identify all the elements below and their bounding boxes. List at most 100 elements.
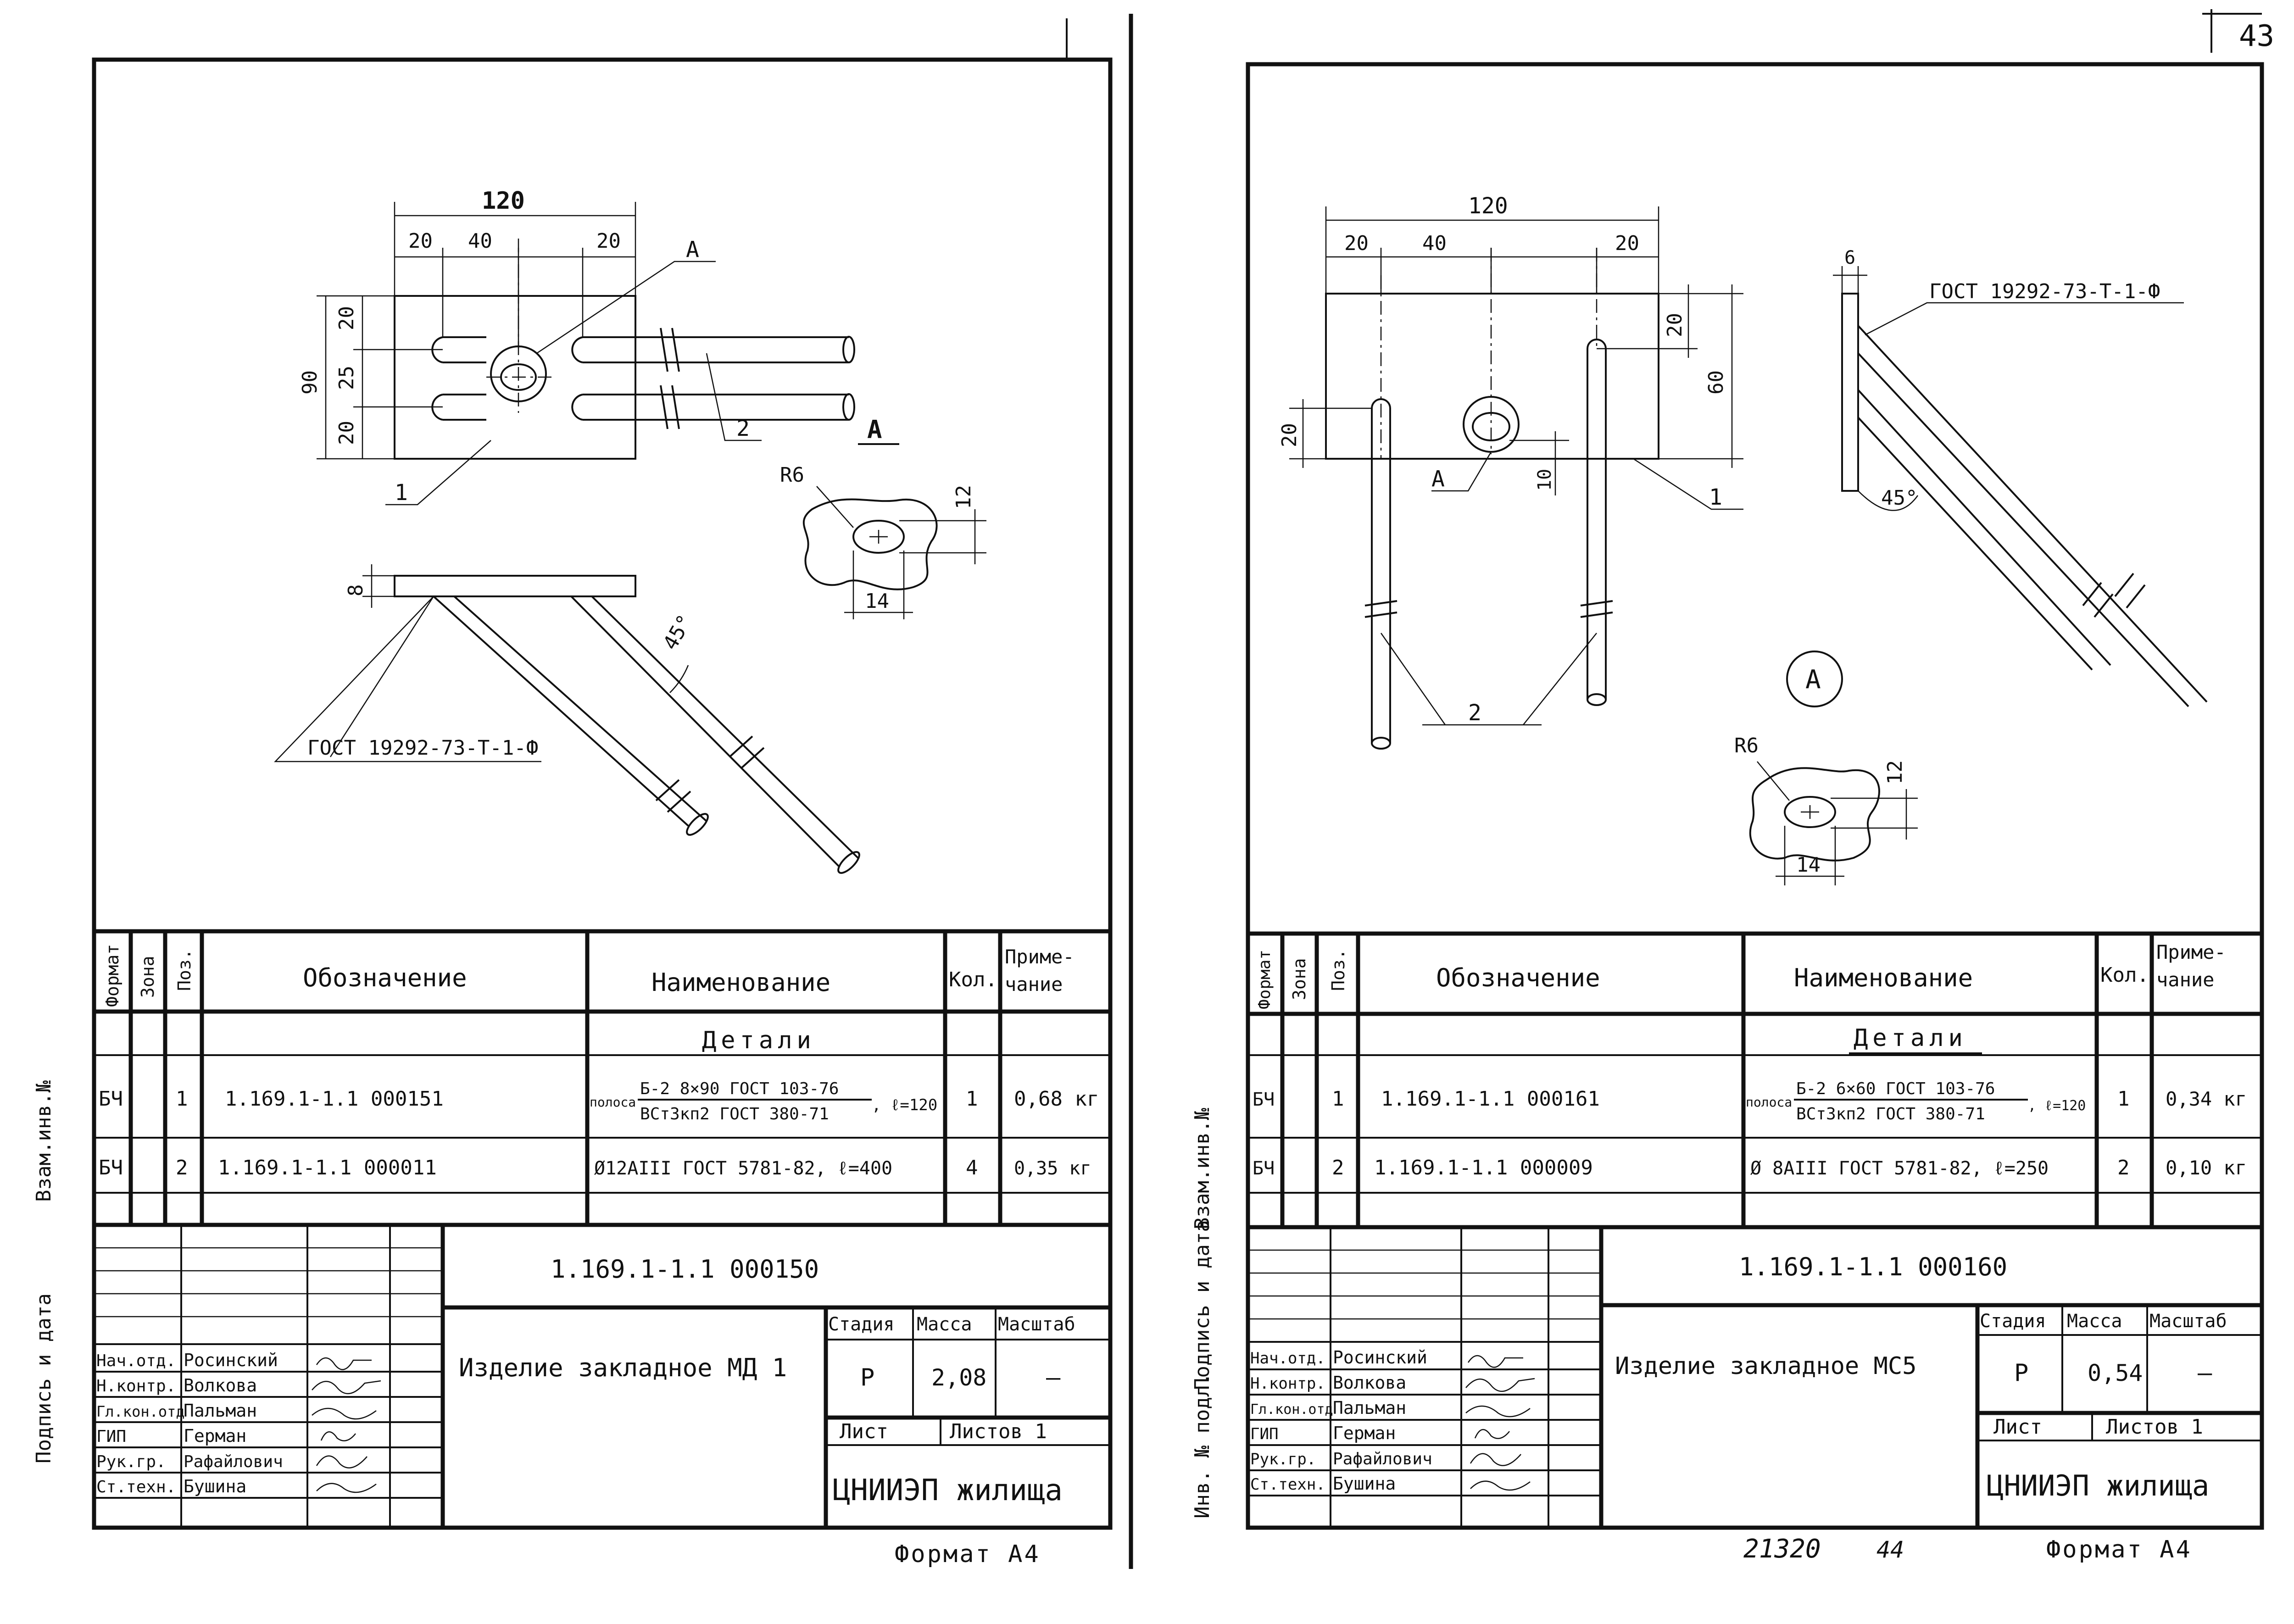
detail-h-right: 12 <box>1883 760 1907 784</box>
callout-a-left: А <box>686 237 699 262</box>
header-prim-l2-right: чание <box>2156 968 2214 991</box>
detail-radius-right: R6 <box>1734 734 1759 757</box>
row1-format-right: БЧ <box>1253 1089 1275 1110</box>
plate-top-view-left: 120 20 40 20 90 20 25 20 А 2 1 А <box>298 187 899 506</box>
org-left: ЦНИИЭП жилища <box>833 1474 1063 1507</box>
dim-top-c-right: 20 <box>1615 232 1639 255</box>
dim-top-total-right: 120 <box>1468 193 1508 219</box>
sheet-right: 120 20 40 20 60 20 20 10 А 1 2 А <box>1246 13 2264 1564</box>
role-4-right: ГИП <box>1250 1425 1278 1443</box>
dim-left-c: 20 <box>335 421 358 445</box>
name-4-left: Герман <box>184 1426 246 1446</box>
format-right: Формат А4 <box>2046 1536 2192 1563</box>
gost-weld-right: ГОСТ 19292-73-Т-1-Ф <box>1929 280 2160 303</box>
row2-format-right: БЧ <box>1253 1158 1275 1179</box>
row2-naim-left: Ø12АIII ГОСТ 5781-82, ℓ=400 <box>594 1158 892 1179</box>
row2-oboz-right: 1.169.1-1.1 000009 <box>1374 1156 1593 1179</box>
pos1-label-right: 1 <box>1709 484 1722 510</box>
footer-number: 21320 <box>1743 1534 1821 1564</box>
name-2-right: Волкова <box>1333 1373 1406 1393</box>
massa-h-left: Масса <box>917 1314 972 1335</box>
header-kol-right: Кол. <box>2100 963 2149 987</box>
role-1-left: Нач.отд. <box>96 1351 176 1370</box>
row1-naim-bot-left: ВСт3кп2 ГОСТ 380-71 <box>640 1105 829 1123</box>
org-right: ЦНИИЭП жилища <box>1987 1469 2209 1502</box>
row1-naim-prefix-left: полоса <box>590 1095 636 1110</box>
row2-naim-right: Ø 8АIII ГОСТ 5781-82, ℓ=250 <box>1750 1158 2049 1179</box>
name-3-left: Пальман <box>184 1401 257 1421</box>
listov-h-left: Листов 1 <box>950 1420 1047 1443</box>
row1-naim-suffix-right: , ℓ=120 <box>2028 1098 2086 1114</box>
name-1-left: Росинский <box>184 1350 278 1370</box>
dim-left-total: 90 <box>298 370 322 395</box>
thickness-right: 6 <box>1844 247 1855 268</box>
title-code-right: 1.169.1-1.1 000160 <box>1739 1252 2007 1281</box>
plate-side-view-left: 8 45° ГОСТ 19292-73-Т-1-Ф <box>274 564 860 874</box>
header-naim-left: Наименование <box>651 968 830 997</box>
pos2-label-left: 2 <box>736 416 750 441</box>
detail-w-left: 14 <box>865 590 889 613</box>
list-h-left: Лист <box>840 1420 888 1443</box>
row2-oboz-left: 1.169.1-1.1 000011 <box>218 1156 437 1179</box>
row1-kol-left: 1 <box>966 1087 978 1111</box>
row1-naim-bot-right: ВСт3кп2 ГОСТ 380-71 <box>1796 1105 1985 1123</box>
massa-left: 2,08 <box>931 1364 986 1391</box>
dim-left-right-sheet: 20 <box>1278 423 1301 447</box>
role-5-right: Рук.гр. <box>1250 1450 1316 1468</box>
header-format-left: Формат <box>102 944 122 1007</box>
row2-prim-left: 0,35 кг <box>1014 1158 1091 1179</box>
title-name-right: Изделие закладное МС5 <box>1615 1352 1916 1380</box>
role-6-right: Ст.техн. <box>1250 1475 1325 1494</box>
row2-kol-left: 4 <box>966 1156 978 1179</box>
plate-top-view-right: 120 20 40 20 60 20 20 10 А 1 2 А <box>1278 193 1843 750</box>
dim-top-a-right: 20 <box>1344 232 1369 255</box>
name-4-right: Герман <box>1333 1423 1396 1443</box>
stadia-h-left: Стадия <box>828 1314 895 1335</box>
detail-radius-left: R6 <box>780 463 804 487</box>
massa-right: 0,54 <box>2088 1360 2143 1386</box>
page-number: 43 <box>2239 19 2274 53</box>
title-block-right: 1.169.1-1.1 000160 Изделие закладное МС5… <box>1246 1225 2264 1530</box>
detail-a-label-right: А <box>1805 665 1821 695</box>
side-label-inv: Инв. № подл. <box>1191 1373 1214 1518</box>
detail-w-right: 14 <box>1796 853 1821 877</box>
row1-naim-prefix-right-2: полоса <box>1746 1095 1792 1110</box>
name-5-right: Рафайлович <box>1333 1450 1432 1468</box>
header-oboz-left: Обозначение <box>303 963 467 992</box>
row1-prim-right: 0,34 кг <box>2166 1088 2247 1110</box>
dim-10-right: 10 <box>1534 469 1555 491</box>
row1-poz-right: 1 <box>1332 1087 1344 1111</box>
role-5-left: Рук.гр. <box>96 1452 166 1471</box>
angle-left: 45° <box>658 611 697 654</box>
row2-kol-right: 2 <box>2117 1156 2130 1179</box>
header-naim-right: Наименование <box>1794 963 1973 992</box>
header-prim-l1-left: Приме- <box>1005 945 1075 968</box>
role-4-left: ГИП <box>96 1427 126 1446</box>
name-5-left: Рафайлович <box>184 1452 283 1471</box>
detail-h-left: 12 <box>952 485 975 509</box>
header-poz-right: Поз. <box>1328 949 1348 991</box>
header-format-right: Формат <box>1255 950 1274 1009</box>
name-2-left: Волкова <box>184 1375 257 1396</box>
row1-naim-top-right: Б-2 6×60 ГОСТ 103-76 <box>1796 1079 1995 1098</box>
row1-oboz-right: 1.169.1-1.1 000161 <box>1381 1087 1600 1111</box>
list-h-right: Лист <box>1993 1415 2042 1439</box>
stadia-left: Р <box>860 1364 874 1391</box>
pos1-label-left: 1 <box>395 480 408 506</box>
footer-sub: 44 <box>1876 1536 1904 1563</box>
side-label-podpis-2: Подпись и дата <box>1191 1220 1214 1390</box>
gost-weld-left: ГОСТ 19292-73-Т-1-Ф <box>307 736 538 760</box>
angle-right: 45° <box>1881 486 1917 510</box>
signatures-right <box>1465 1355 1535 1491</box>
spec-table-left: Формат Зона Поз. Обозначение Наименовани… <box>92 929 1113 1227</box>
row2-format-left: БЧ <box>99 1156 123 1179</box>
dim-top-b-right: 40 <box>1422 232 1447 255</box>
role-2-right: Н.контр. <box>1250 1374 1325 1393</box>
row1-naim-top-left: Б-2 8×90 ГОСТ 103-76 <box>640 1079 839 1098</box>
name-3-right: Пальман <box>1333 1398 1406 1418</box>
massa-h-right: Масса <box>2067 1311 2122 1332</box>
dim-top-a-left: 20 <box>408 229 433 253</box>
dim-right-total: 60 <box>1704 370 1728 395</box>
header-kol-left: Кол. <box>949 968 997 991</box>
